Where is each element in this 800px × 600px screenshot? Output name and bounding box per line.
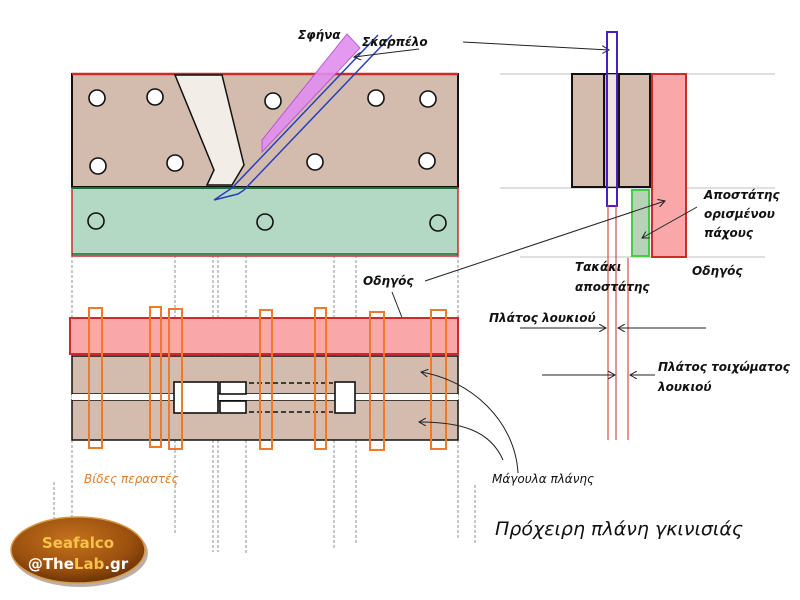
logo-line1: Seafalco: [42, 534, 114, 552]
guide-right-label: Οδηγός: [692, 264, 743, 278]
wedge-label: Σφήνα: [298, 28, 341, 42]
mouth-opening: [173, 74, 245, 186]
guide-side: [651, 73, 687, 258]
spacer-fixed-label-1: Αποστάτης: [703, 188, 780, 202]
plane-body-top-view: [71, 72, 459, 188]
logo: Seafalco @TheLab.gr: [10, 516, 148, 587]
guide-top-view: [71, 187, 459, 257]
spacer-fixed-label-2: ορισμένου: [704, 207, 775, 221]
spacer-block: [631, 189, 650, 257]
plane-bottom-view: [69, 317, 459, 441]
groove-width-label: Πλάτος λουκιού: [489, 311, 596, 325]
through-bolts-label: Βίδες περαστές: [84, 472, 179, 486]
through-bolts: [88, 306, 447, 451]
wall-width-label-2: λουκιού: [657, 380, 712, 394]
wedge-shape: [261, 33, 361, 154]
diagram-title: Πρόχειρη πλάνη γκινισιάς: [495, 518, 743, 540]
cheeks-label: Μάγουλα πλάνης: [492, 472, 594, 486]
spacer-fixed-label-3: πάχους: [704, 226, 754, 240]
guide-left-label: Οδηγός: [363, 274, 414, 288]
wall-width-label-1: Πλάτος τοιχώματος: [658, 360, 791, 374]
logo-line2: @TheLab.gr: [28, 555, 129, 573]
chisel-label: Σκαρπέλο: [362, 35, 428, 49]
screw-holes: [88, 88, 437, 175]
spacer-block-label-1: Τακάκι: [575, 260, 621, 274]
spacer-block-label-2: αποστάτης: [575, 280, 650, 294]
side-view: [500, 31, 775, 440]
chisel-side: [606, 31, 618, 207]
